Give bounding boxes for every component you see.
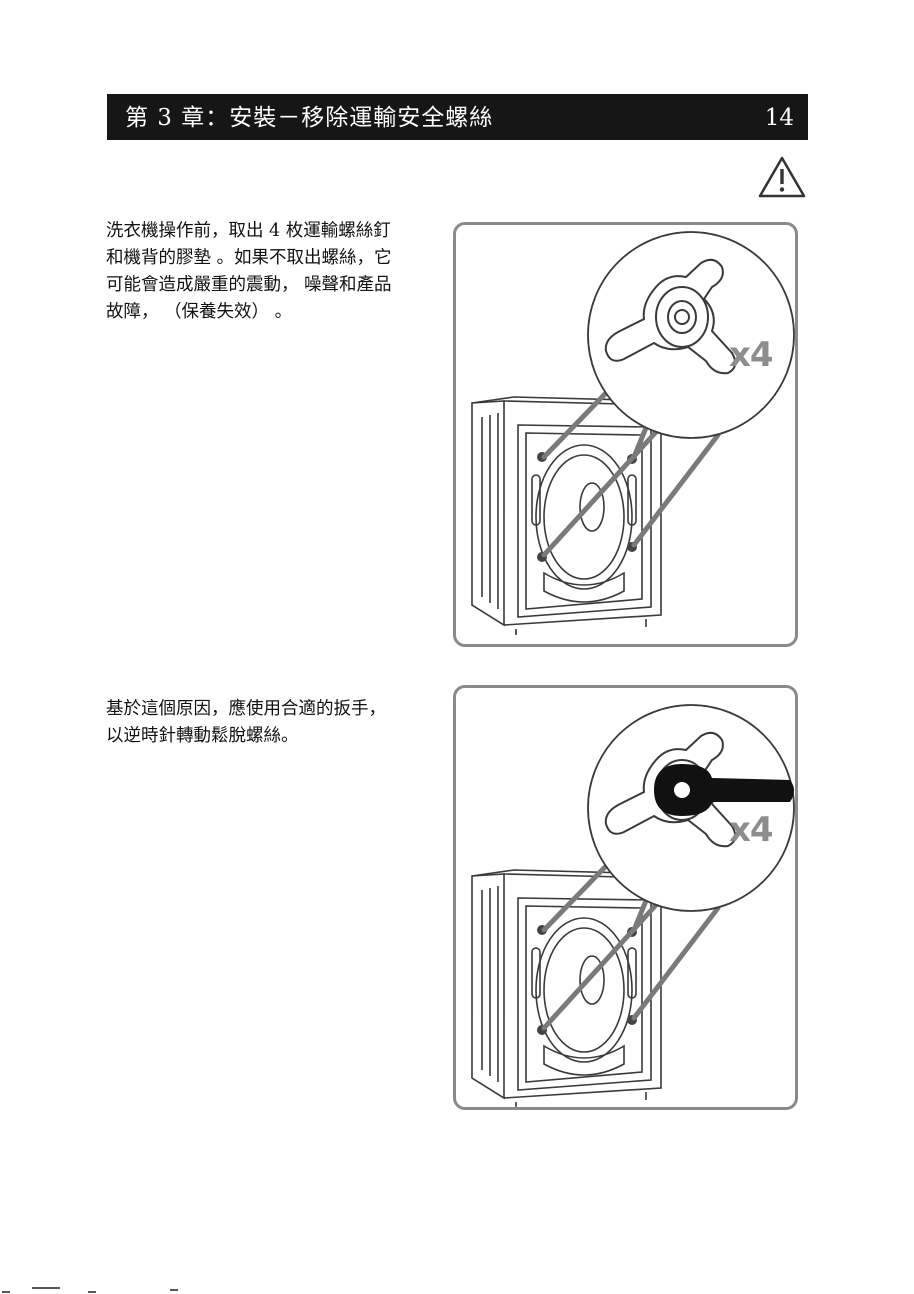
instruction-text-use-wrench: 基於這個原因，應使用合適的扳手， 以逆時針轉動鬆脫螺絲。: [106, 696, 424, 750]
figure-wrench-loosen: x4: [453, 685, 798, 1110]
washing-machine-wrench-illustration: [456, 688, 798, 1110]
washing-machine-rear-illustration: [456, 225, 798, 647]
quantity-label: x4: [729, 335, 773, 375]
page-number: 14: [765, 104, 794, 132]
chapter-header: 第 3 章：安裝－移除運輸安全螺絲 14: [107, 94, 808, 140]
chapter-title: 第 3 章：安裝－移除運輸安全螺絲: [125, 104, 493, 132]
instruction-text-remove-bolts: 洗衣機操作前，取出 4 枚運輸螺絲釘 和機背的膠墊 。如果不取出螺絲，它 可能會…: [106, 218, 424, 326]
figure-transit-bolts: x4: [453, 222, 798, 647]
scan-edge-marks: [0, 1286, 200, 1294]
warning-triangle-icon: [757, 155, 807, 199]
quantity-label: x4: [729, 810, 773, 850]
